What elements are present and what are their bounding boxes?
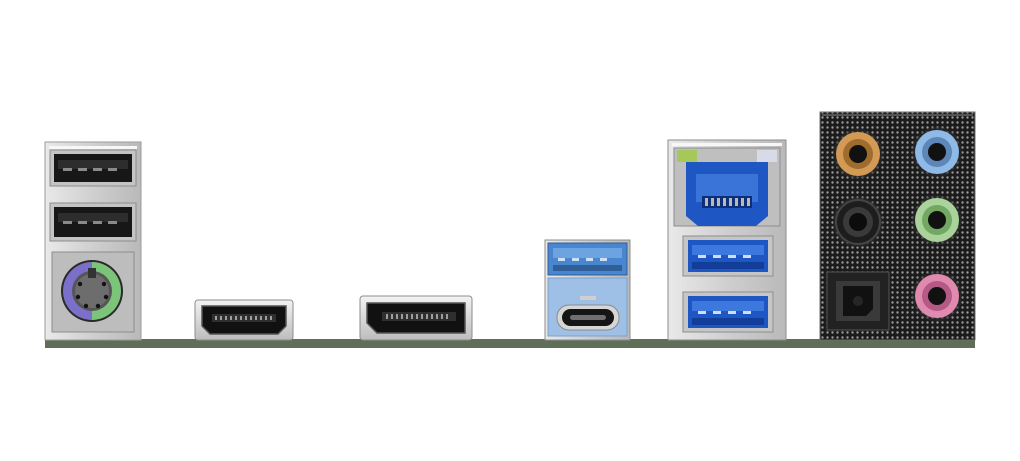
audio-jack-orange[interactable]	[833, 129, 883, 179]
audio-jack-lime[interactable]	[912, 195, 962, 245]
usb3-typec-block	[544, 239, 631, 341]
usb2-ps2-block	[44, 141, 142, 341]
usb3-port-light-blue[interactable]	[547, 242, 628, 276]
usb2-port-top[interactable]	[49, 149, 137, 187]
audio-jack-light-blue[interactable]	[912, 127, 962, 177]
usb2-port-bottom[interactable]	[49, 202, 137, 242]
usb3-port-top[interactable]	[682, 235, 774, 277]
lan-usb3-block	[667, 139, 787, 341]
audio-block	[819, 111, 976, 341]
displayport-port[interactable]	[359, 295, 473, 341]
usb-type-c-port[interactable]	[556, 304, 620, 331]
rj45-lan-port[interactable]	[673, 147, 781, 227]
hdmi-port[interactable]	[194, 299, 294, 341]
audio-jack-black[interactable]	[833, 197, 883, 247]
lan-link-led	[757, 150, 777, 162]
lan-activity-led	[677, 150, 697, 162]
usb3-port-bottom[interactable]	[682, 291, 774, 333]
ps2-combo-port[interactable]	[51, 251, 135, 333]
optical-spdif-port[interactable]	[826, 271, 890, 331]
audio-jack-pink[interactable]	[912, 271, 962, 321]
motherboard-edge	[45, 339, 975, 348]
